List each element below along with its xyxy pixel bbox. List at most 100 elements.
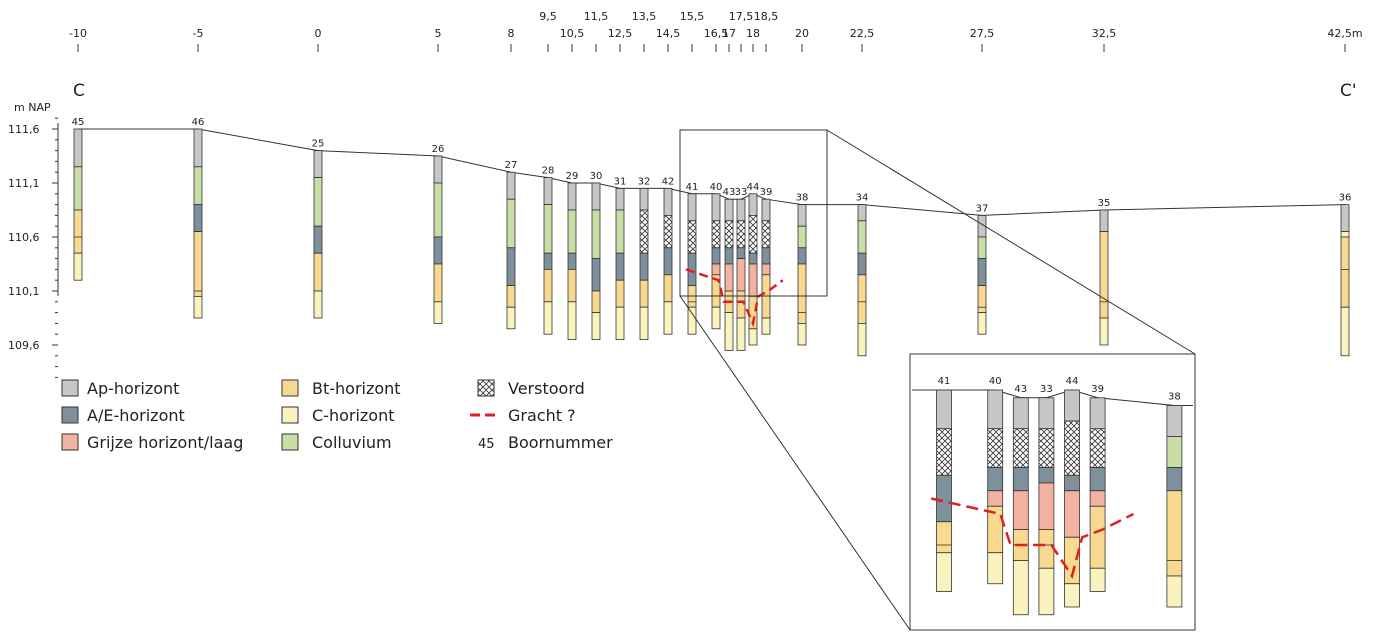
layer-AE xyxy=(748,252,758,265)
layer-Ap xyxy=(1340,204,1350,233)
layer-Ap xyxy=(1166,405,1183,437)
borehole-38: 38 xyxy=(796,193,808,346)
borehole-31: 31 xyxy=(614,176,627,341)
layer-V xyxy=(687,220,697,254)
layer-Bt xyxy=(797,263,807,324)
layer-AE xyxy=(724,247,734,265)
layer-AE xyxy=(797,247,807,265)
layer-AE xyxy=(193,204,203,233)
layer-C xyxy=(433,301,443,324)
layer-Bt xyxy=(1166,490,1183,577)
borehole-number: 31 xyxy=(614,176,627,187)
borehole-number: 42 xyxy=(662,176,675,187)
layer-Ap xyxy=(506,171,516,200)
layer-Bt xyxy=(857,274,867,324)
legend-label: Grijze horizont/laag xyxy=(87,433,243,452)
legend-item: Grijze horizont/laag xyxy=(61,433,243,452)
borehole-28: 28 xyxy=(542,166,555,335)
x-tick-label: 12,5 xyxy=(608,27,633,40)
layer-G xyxy=(748,263,758,297)
legend-item: C-horizont xyxy=(281,406,395,425)
layer-Ap xyxy=(615,187,625,211)
layer-Bt xyxy=(313,252,323,292)
layer-Ap xyxy=(313,150,323,179)
legend-label: Ap-horizont xyxy=(87,379,179,398)
layer-Ap xyxy=(797,204,807,227)
borehole-number: 28 xyxy=(542,166,555,177)
borehole-number: 46 xyxy=(192,117,205,128)
layer-G xyxy=(1038,482,1055,530)
borehole-33: 33 xyxy=(735,187,747,351)
layer-Col xyxy=(567,209,577,254)
layer-C xyxy=(1064,583,1080,608)
legend-swatch-Col xyxy=(281,433,299,451)
legend-label: A/E-horizont xyxy=(87,406,185,425)
layer-Bt xyxy=(73,209,83,254)
layer-Ap xyxy=(748,193,758,216)
layer-Col xyxy=(73,166,83,211)
x-tick-label: 14,5 xyxy=(656,27,681,40)
borehole-number: 32 xyxy=(638,176,651,187)
borehole-41: 41 xyxy=(686,182,699,335)
borehole-number: 41 xyxy=(938,376,951,387)
borehole-number: 35 xyxy=(1098,198,1111,209)
layer-V xyxy=(1012,428,1029,468)
x-tick-label: 22,5 xyxy=(850,27,875,40)
layer-Ap xyxy=(73,128,83,168)
layer-Ap xyxy=(736,198,746,222)
layer-C xyxy=(1166,575,1183,608)
layer-C xyxy=(1340,306,1350,357)
layer-C xyxy=(797,322,807,346)
layer-C xyxy=(761,317,771,335)
layer-Bt xyxy=(936,521,952,554)
layer-AE xyxy=(639,252,649,281)
layer-AE xyxy=(506,247,516,287)
x-tick-label: 5 xyxy=(435,27,442,40)
layer-C xyxy=(687,306,697,335)
borehole-number: 43 xyxy=(723,187,736,198)
gracht-line xyxy=(685,268,784,328)
layer-C xyxy=(977,312,987,335)
layer-Bt xyxy=(543,268,553,303)
borehole-number: 39 xyxy=(760,187,773,198)
legend-label: C-horizont xyxy=(312,406,395,425)
layer-C xyxy=(567,301,577,340)
zoom-connector-line xyxy=(826,129,1196,355)
layer-C xyxy=(1089,567,1106,592)
borehole-39: 39 xyxy=(760,187,773,335)
borehole-number: 40 xyxy=(989,376,1002,387)
layer-G xyxy=(711,263,721,276)
legend-item: Gracht ? xyxy=(470,406,576,425)
borehole-number: 37 xyxy=(976,203,989,214)
layer-AE xyxy=(1012,467,1029,492)
layer-G xyxy=(1089,490,1106,507)
legend-swatch-AE xyxy=(61,406,79,424)
layer-AE xyxy=(1038,467,1055,484)
legend-swatch-Ap xyxy=(61,379,79,397)
layer-AE xyxy=(1064,474,1080,492)
borehole-number: 39 xyxy=(1091,384,1104,395)
legend-sample-number: 45 xyxy=(478,437,495,452)
layer-Bt xyxy=(615,279,625,308)
layer-G xyxy=(1012,490,1029,530)
layer-V xyxy=(711,220,721,249)
layer-G xyxy=(987,490,1004,507)
layer-Ap xyxy=(567,182,577,211)
borehole-number: 29 xyxy=(566,171,579,182)
legend-item: Colluvium xyxy=(281,433,392,452)
borehole-number: 34 xyxy=(856,193,869,204)
layer-C xyxy=(1099,317,1109,346)
layer-AE xyxy=(987,467,1004,492)
x-tick-label: 18,5 xyxy=(754,10,779,23)
surface-profile xyxy=(78,128,1346,216)
borehole-number: 26 xyxy=(432,144,445,155)
borehole-41: 41 xyxy=(936,376,952,592)
borehole-number: 40 xyxy=(710,182,723,193)
legend-swatch-Bt xyxy=(281,379,299,397)
layer-Col xyxy=(506,198,516,249)
borehole-27: 27 xyxy=(505,160,517,330)
borehole-number: 41 xyxy=(686,182,699,193)
borehole-36: 36 xyxy=(1339,193,1351,357)
